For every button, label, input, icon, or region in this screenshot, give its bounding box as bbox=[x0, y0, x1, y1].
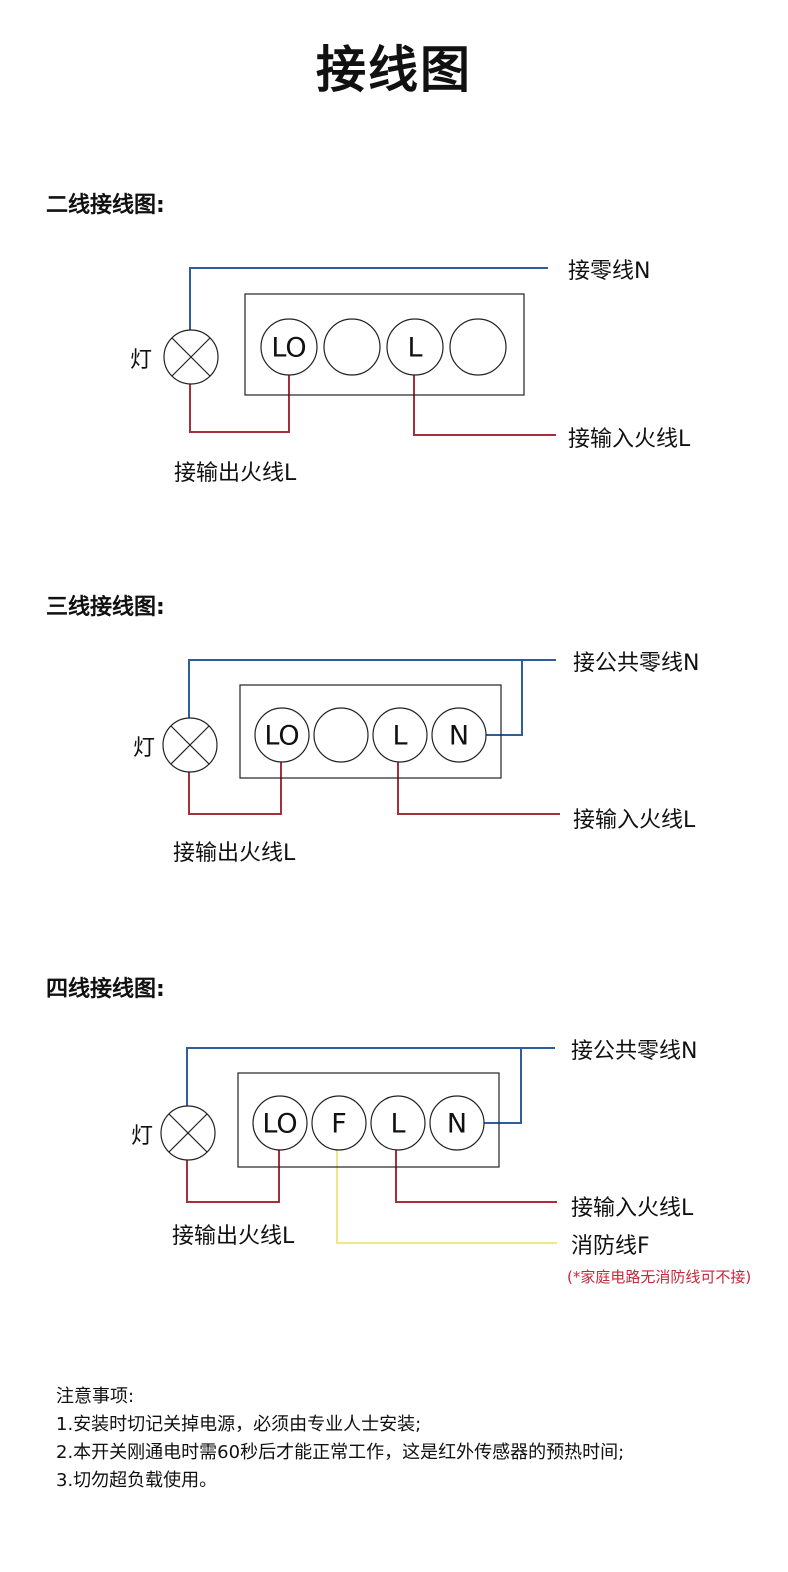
terminal-l bbox=[370, 1095, 426, 1151]
terminal-label: LO bbox=[271, 333, 306, 364]
terminal-label: N bbox=[447, 1109, 467, 1140]
terminal-label: LO bbox=[264, 721, 299, 752]
switch-box bbox=[239, 684, 502, 779]
terminal-n bbox=[429, 1095, 485, 1151]
output-live-wire bbox=[189, 374, 290, 433]
output-live-label: 接输出火线L bbox=[172, 1224, 295, 1249]
input-live-wire bbox=[397, 762, 560, 815]
two-wire-diagram: 灯 LO L 接零线N 接输入火线L 接输出火线L bbox=[130, 259, 691, 486]
input-live-label: 接输入火线L bbox=[568, 427, 691, 452]
input-live-wire bbox=[395, 1150, 557, 1203]
terminal-lo bbox=[252, 1095, 308, 1151]
terminal-l bbox=[372, 707, 428, 763]
neutral-label: 接零线N bbox=[568, 259, 650, 284]
input-live-label: 接输入火线L bbox=[573, 808, 696, 833]
fire-note: (*家庭电路无消防线可不接) bbox=[567, 1268, 751, 1286]
neutral-label: 接公共零线N bbox=[573, 651, 699, 676]
terminal-label: L bbox=[407, 333, 422, 364]
fire-wire bbox=[336, 1150, 557, 1244]
terminal-f bbox=[311, 1095, 367, 1151]
neutral-wire bbox=[188, 659, 556, 719]
neutral-wire bbox=[189, 267, 548, 331]
note-item: 2.本开关刚通电时需60秒后才能正常工作，这是红外传感器的预热时间; bbox=[56, 1442, 625, 1463]
terminal-label: LO bbox=[262, 1109, 297, 1140]
terminal-l bbox=[386, 318, 444, 376]
terminal-label: L bbox=[392, 721, 407, 752]
note-item: 1.安装时切记关掉电源，必须由专业人士安装; bbox=[56, 1414, 422, 1435]
section-title-three-wire: 三线接线图: bbox=[46, 595, 165, 620]
output-live-wire bbox=[186, 1150, 280, 1203]
page-title: 接线图 bbox=[316, 41, 472, 99]
terminal-label: L bbox=[390, 1109, 405, 1140]
lamp-icon bbox=[162, 717, 218, 773]
terminal-label: F bbox=[331, 1109, 347, 1140]
switch-box bbox=[237, 1072, 500, 1168]
output-live-label: 接输出火线L bbox=[174, 461, 297, 486]
terminal-n bbox=[431, 707, 487, 763]
lamp-label: 灯 bbox=[131, 1124, 153, 1149]
lamp-icon bbox=[163, 329, 219, 385]
note-item: 3.切勿超负载使用。 bbox=[56, 1470, 218, 1491]
output-live-wire bbox=[188, 762, 282, 815]
terminal-empty bbox=[323, 318, 381, 376]
input-live-label: 接输入火线L bbox=[571, 1196, 694, 1221]
notes: 注意事项: 1.安装时切记关掉电源，必须由专业人士安装; 2.本开关刚通电时需6… bbox=[56, 1383, 624, 1495]
neutral-wire bbox=[484, 1048, 522, 1124]
neutral-label: 接公共零线N bbox=[571, 1039, 697, 1064]
section-title-four-wire: 四线接线图: bbox=[46, 977, 165, 1002]
neutral-wire bbox=[186, 1047, 555, 1107]
lamp-icon bbox=[160, 1105, 216, 1161]
output-live-label: 接输出火线L bbox=[173, 841, 296, 866]
lamp-label: 灯 bbox=[133, 736, 155, 761]
terminal-lo bbox=[260, 318, 318, 376]
lamp-label: 灯 bbox=[130, 348, 152, 373]
neutral-wire bbox=[486, 660, 523, 736]
notes-heading: 注意事项: bbox=[56, 1386, 135, 1407]
fire-label: 消防线F bbox=[571, 1234, 650, 1259]
terminal-lo bbox=[254, 707, 310, 763]
terminal-empty bbox=[449, 318, 507, 376]
four-wire-diagram: 灯 LO F L N 接公共零线N 接输入火线L 消防线F (*家庭电路无消防线… bbox=[131, 1039, 751, 1286]
switch-box bbox=[244, 293, 525, 396]
terminal-label: N bbox=[449, 721, 469, 752]
input-live-wire bbox=[413, 374, 556, 436]
terminal-empty bbox=[313, 707, 369, 763]
three-wire-diagram: 灯 LO L N 接公共零线N 接输入火线L 接输出火线L bbox=[133, 651, 699, 866]
section-title-two-wire: 二线接线图: bbox=[46, 193, 165, 218]
